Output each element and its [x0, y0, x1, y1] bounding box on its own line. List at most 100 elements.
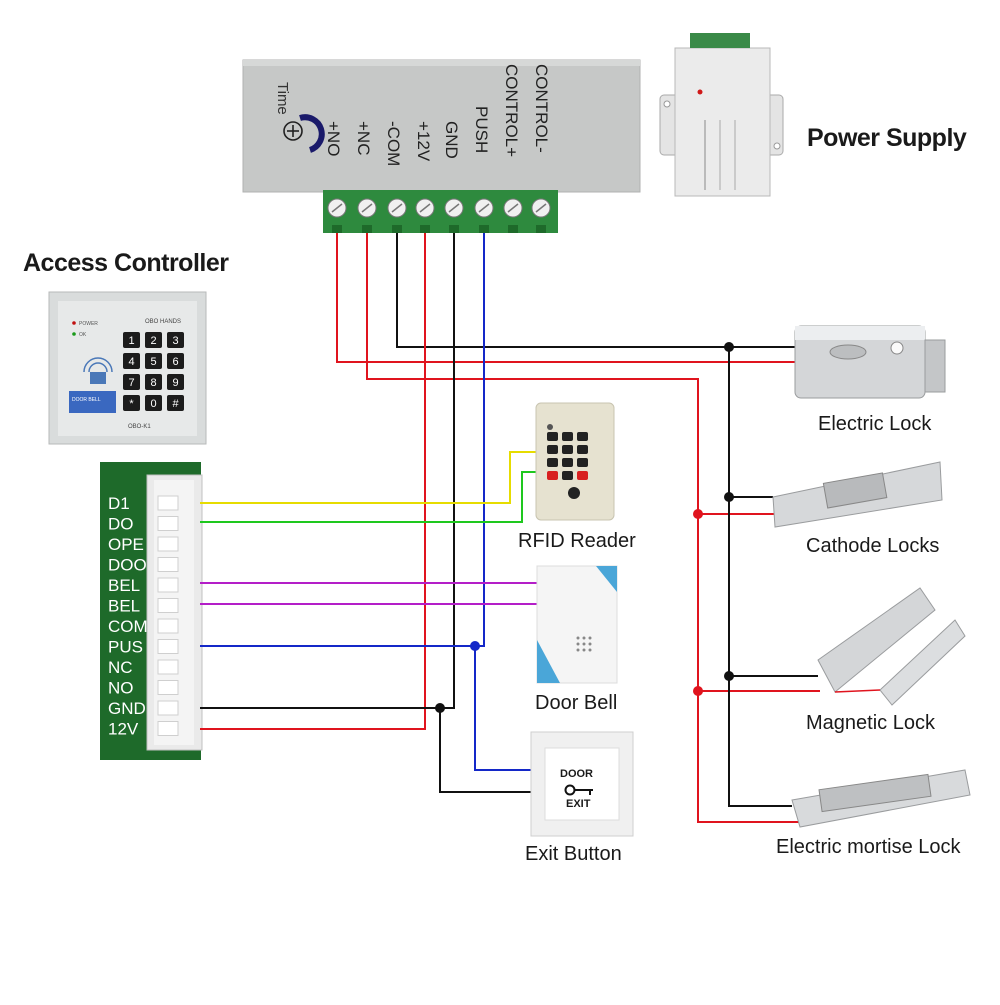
led-ok-label: OK	[79, 332, 87, 338]
terminal-label: PUSH	[472, 106, 491, 153]
keypad-model: OBO-K1	[128, 424, 151, 430]
led-power-label: POWER	[79, 321, 98, 327]
keypad-key[interactable]: 0	[145, 395, 162, 411]
keypad-key-label: 5	[150, 356, 156, 368]
keypad-key[interactable]: 5	[145, 353, 162, 369]
keypad-key[interactable]: 4	[123, 353, 140, 369]
mortise-lock-label: Electric mortise Lock	[776, 836, 961, 858]
pin-label: NC	[108, 658, 133, 677]
access-controller-keypad: OBO HANDS POWER OK DOOR BELL 1 2 3 4 5 6 7 8 9 * 0…	[48, 291, 207, 445]
wire-nc-red	[366, 233, 800, 823]
wire-d1-yellow	[200, 451, 540, 504]
pin-label: BEL	[108, 597, 140, 616]
keypad-key[interactable]: 7	[123, 374, 140, 390]
keypad-key-label: 9	[172, 377, 178, 389]
keypad-key-label: #	[172, 398, 179, 410]
magnetic-lock-label: Magnetic Lock	[806, 712, 935, 734]
keypad-key-label: 8	[150, 377, 156, 389]
rfid-key	[562, 445, 573, 454]
bell-icon	[568, 487, 580, 499]
wires	[200, 233, 820, 823]
pin-label: D1	[108, 494, 130, 513]
magnetic-lock-device	[817, 587, 966, 706]
wire-push-blue	[200, 233, 485, 647]
wire-push-exit	[474, 646, 531, 771]
pin-label: COM	[108, 617, 148, 636]
terminal-label: GND	[442, 121, 461, 159]
terminal-label: +NC	[354, 121, 373, 155]
electric-lock-device	[794, 325, 946, 399]
keypad-key-label: 4	[128, 356, 134, 368]
junction-dots	[435, 342, 734, 713]
rfid-key	[577, 458, 588, 467]
keypad-key-label: 2	[150, 335, 156, 347]
keypad-key-label: 7	[128, 377, 134, 389]
rfid-key	[547, 432, 558, 441]
rfid-key	[562, 432, 573, 441]
keypad-key-label: 3	[172, 335, 178, 347]
keypad-key[interactable]: 6	[167, 353, 184, 369]
pin-label: PUS	[108, 638, 143, 657]
door-bell-key[interactable]	[69, 391, 116, 413]
keypad-key-label: 1	[128, 335, 134, 347]
keypad-key[interactable]: #	[167, 395, 184, 411]
adjust-knob-icon	[283, 121, 303, 141]
keypad-brand: OBO HANDS	[145, 319, 181, 325]
keypad-key-label: *	[129, 398, 134, 410]
psu-time-label: Time	[274, 82, 291, 115]
keypad-key[interactable]: 2	[145, 332, 162, 348]
rfid-key	[562, 458, 573, 467]
terminal-label: +12V	[414, 121, 433, 162]
pin-label: BEL	[108, 576, 140, 595]
exit-button-label: Exit Button	[525, 843, 622, 865]
wire-no-red	[336, 233, 795, 363]
wire-black-bus	[728, 347, 792, 807]
wire-d0-green	[200, 471, 540, 523]
terminal-label: -COM	[384, 121, 403, 166]
pin-label: 12V	[108, 720, 139, 739]
pin-label: NO	[108, 679, 134, 698]
rfid-keys	[547, 432, 588, 480]
wire-com-black	[396, 233, 795, 348]
keypad-key[interactable]: 8	[145, 374, 162, 390]
exit-plate-top: DOOR	[560, 768, 593, 780]
terminal-label: +NO	[324, 121, 343, 156]
rfid-wave-icon	[83, 357, 113, 384]
wire-gnd-exit	[439, 708, 531, 793]
door-bell-key-label: DOOR BELL	[72, 397, 101, 403]
pin-label: DO	[108, 515, 134, 534]
keypad-keys: 1 2 3 4 5 6 7 8 9 * 0 #	[123, 332, 184, 411]
cathode-locks-label: Cathode Locks	[806, 535, 940, 557]
rfid-key	[562, 471, 573, 480]
power-supply-unit: Time +NO +NC -COM +12V GND PUSH CONTROL+…	[242, 59, 641, 233]
rfid-key	[577, 432, 588, 441]
blue-arc-icon	[299, 114, 325, 153]
keypad-key-label: 6	[172, 356, 178, 368]
power-supply-photo	[659, 33, 784, 197]
power-supply-title: Power Supply	[807, 124, 967, 152]
rfid-key	[547, 458, 558, 467]
keypad-key-label: 0	[150, 398, 156, 410]
keypad-key[interactable]: *	[123, 395, 140, 411]
access-controller-title: Access Controller	[23, 249, 229, 277]
keypad-key[interactable]: 9	[167, 374, 184, 390]
door-bell-label: Door Bell	[535, 692, 618, 714]
terminal-label: CONTROL-	[532, 64, 551, 153]
rfid-key	[547, 445, 558, 454]
key-icon	[564, 784, 593, 796]
terminal-screws	[327, 198, 551, 233]
rfid-key	[577, 445, 588, 454]
rfid-reader-device	[535, 402, 615, 521]
door-bell-device	[536, 565, 618, 684]
keypad-key[interactable]: 3	[167, 332, 184, 348]
pin-label: GND	[108, 699, 146, 718]
electric-lock-label: Electric Lock	[818, 413, 932, 435]
keypad-key[interactable]: 1	[123, 332, 140, 348]
wire-gnd-black	[200, 233, 455, 709]
exit-plate-bottom: EXIT	[566, 798, 591, 810]
exit-button-device: DOOR EXIT	[530, 731, 634, 837]
